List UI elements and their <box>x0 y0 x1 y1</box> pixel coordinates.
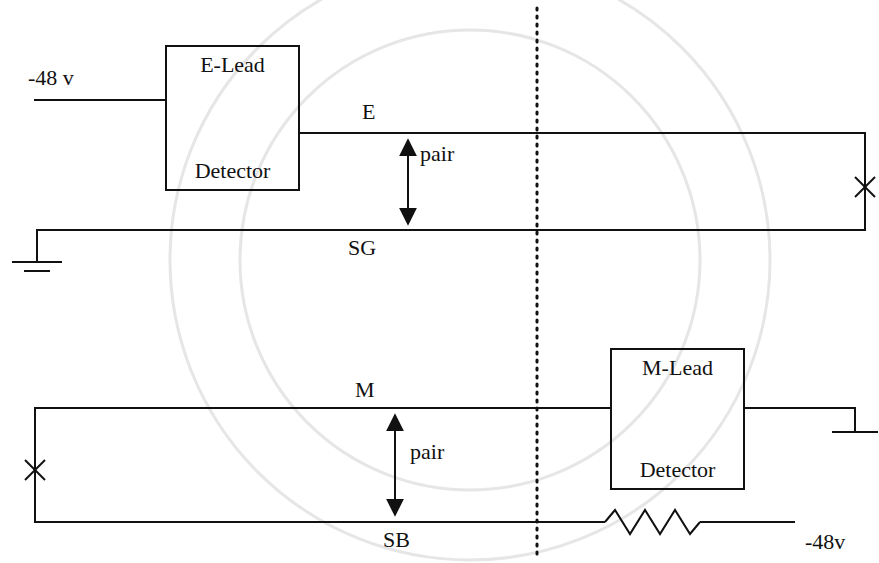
box-text: Detector <box>195 159 271 183</box>
ground-symbol <box>12 261 62 263</box>
x-mark <box>25 460 45 480</box>
signal-name: SB <box>383 528 410 552</box>
signal-name: E <box>362 100 375 124</box>
ground-symbol <box>832 431 878 433</box>
resistor-symbol <box>605 510 700 534</box>
box-text: E-Lead <box>200 53 265 77</box>
box-text: M-Lead <box>642 356 713 380</box>
e-lead-detector: E-LeadDetector <box>165 45 300 191</box>
watermark-seal <box>170 0 770 560</box>
supply-wire <box>34 99 165 101</box>
divider-line <box>536 8 539 560</box>
ground-symbol <box>24 270 50 272</box>
m-sb-loop <box>35 408 610 522</box>
box-text: Detector <box>640 458 716 482</box>
pair-label: pair <box>420 142 454 166</box>
x-mark <box>855 177 875 197</box>
voltage-label: -48 v <box>28 66 74 90</box>
x-mark <box>25 460 45 480</box>
m-lead-detector: M-LeadDetector <box>610 348 745 490</box>
pair-arrow <box>394 415 396 515</box>
x-mark <box>855 177 875 197</box>
pair-label: pair <box>410 440 444 464</box>
supply-wire <box>700 521 795 523</box>
e-sg-loop <box>37 133 865 262</box>
pair-arrow <box>407 140 409 224</box>
ground-wire <box>745 408 855 432</box>
signal-name: M <box>355 378 375 402</box>
signal-name: SG <box>348 236 376 260</box>
voltage-label: -48v <box>805 530 845 554</box>
